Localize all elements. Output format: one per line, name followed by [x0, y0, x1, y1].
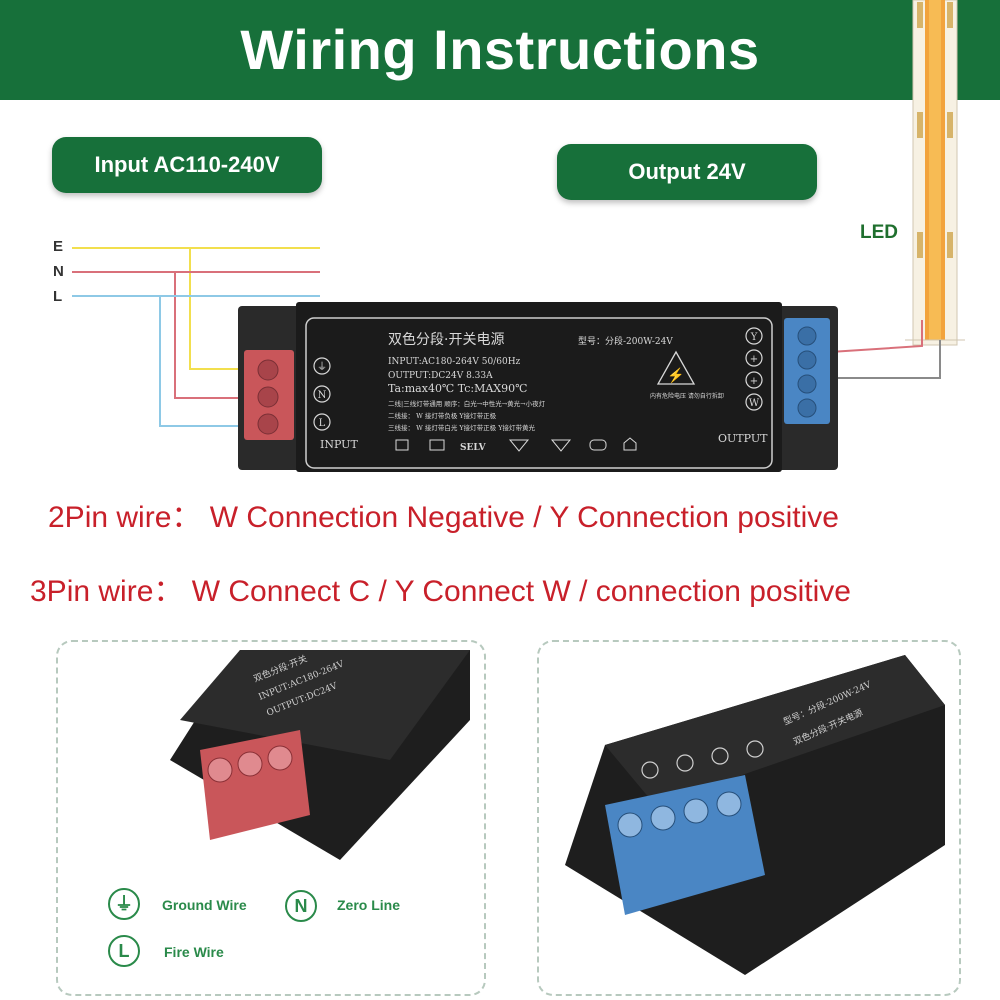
device-model: 型号：分段-200W-24V: [578, 335, 673, 347]
wiring-note-2pin: 2Pin wire： W Connection Negative / Y Con…: [48, 501, 839, 534]
certification-icon: [623, 437, 637, 451]
certification-icon: [508, 439, 530, 452]
svg-text:⚡: ⚡: [667, 367, 684, 384]
input-terminal-screw: [257, 359, 279, 381]
device-note-line3: 三线接： W 接灯带白光 Y接灯带正极 Y接灯带黄光: [388, 423, 536, 432]
neutral-wire-label: N: [53, 263, 64, 280]
device-note-line2: 二线接： W 接灯带负极 Y接灯带正极: [388, 411, 497, 420]
output-terminal-label: +: [750, 376, 758, 387]
device-label-panel: [305, 317, 773, 469]
live-wire: [72, 295, 320, 427]
fire-wire-icon: L: [108, 935, 140, 967]
ground-wire-label: Ground Wire: [162, 897, 247, 913]
output-terminal-label: W: [749, 398, 760, 409]
device-note-line1: 二线|三线灯带通用 顺序：白光→中性光→黄光→小夜灯: [388, 399, 546, 408]
certification-icon: [589, 439, 607, 451]
svg-text:N: N: [318, 390, 327, 401]
header-banner: [0, 0, 1000, 100]
earth-wire-label: E: [53, 238, 64, 255]
output-side-photo: 型号：分段-200W-24V 双色分段·开关电源: [565, 655, 945, 975]
device-output-spec: OUTPUT:DC24V 8.33A: [388, 371, 493, 381]
output-terminal-screw: [797, 326, 817, 346]
output-terminal-screw: [797, 350, 817, 370]
selv-mark: SELV: [460, 443, 487, 453]
zero-line-icon: N: [285, 890, 317, 922]
device-temp-spec: Ta:max40℃ Tc:MAX90℃: [388, 382, 527, 395]
output-terminal-label: Y: [750, 332, 758, 343]
zero-line-label: Zero Line: [337, 897, 401, 913]
output-negative-wire: [830, 340, 941, 379]
device-title: 双色分段·开关电源: [388, 331, 504, 348]
input-terminal-screw: [257, 413, 279, 435]
output-terminal-block: [784, 318, 830, 424]
output-positive-wire: [829, 320, 923, 353]
input-side-photo: 双色分段·开关 INPUT:AC180-264V OUTPUT:DC24V: [170, 650, 470, 860]
earth-wire: [72, 247, 320, 370]
device-input-spec: INPUT:AC180-264V 50/60Hz: [388, 357, 521, 367]
input-label-badge: Input AC110-240V: [52, 137, 322, 193]
output-label-badge: Output 24V: [557, 144, 817, 200]
led-strip-illustration: [905, 0, 965, 346]
page-title: Wiring Instructions: [240, 18, 760, 81]
certification-icon: [395, 439, 409, 451]
wiring-note-3pin: 3Pin wire： W Connect C / Y Connect W / c…: [30, 575, 851, 608]
certification-icon: [550, 439, 572, 452]
output-terminal-screw: [797, 398, 817, 418]
neutral-wire: [72, 271, 320, 399]
svg-text:⏚: ⏚: [317, 361, 327, 373]
high-voltage-warning-icon: [656, 350, 696, 385]
live-wire-label: L: [53, 288, 63, 305]
device-output-label: OUTPUT: [718, 432, 768, 445]
ground-symbol-icon: [313, 357, 331, 375]
input-terminal-screw: [257, 386, 279, 408]
wiring-lines: [72, 247, 941, 427]
neutral-symbol-icon: [313, 385, 331, 403]
svg-text:L: L: [319, 418, 326, 429]
output-terminal-label: +: [750, 354, 758, 365]
certification-icon: [429, 439, 445, 451]
ground-wire-icon: ⏚: [108, 888, 140, 920]
led-label: LED: [860, 222, 898, 243]
live-symbol-icon: [313, 413, 331, 431]
device-input-label: INPUT: [320, 438, 358, 451]
output-terminal-screw: [797, 374, 817, 394]
fire-wire-label: Fire Wire: [164, 944, 224, 960]
power-supply-illustration: N L ⏚ Y + + W 双色分段·开关电源 型号：分段-200W-24V I…: [238, 302, 838, 472]
device-warning-text: 内有危险电压 请勿自行拆卸: [650, 392, 724, 400]
